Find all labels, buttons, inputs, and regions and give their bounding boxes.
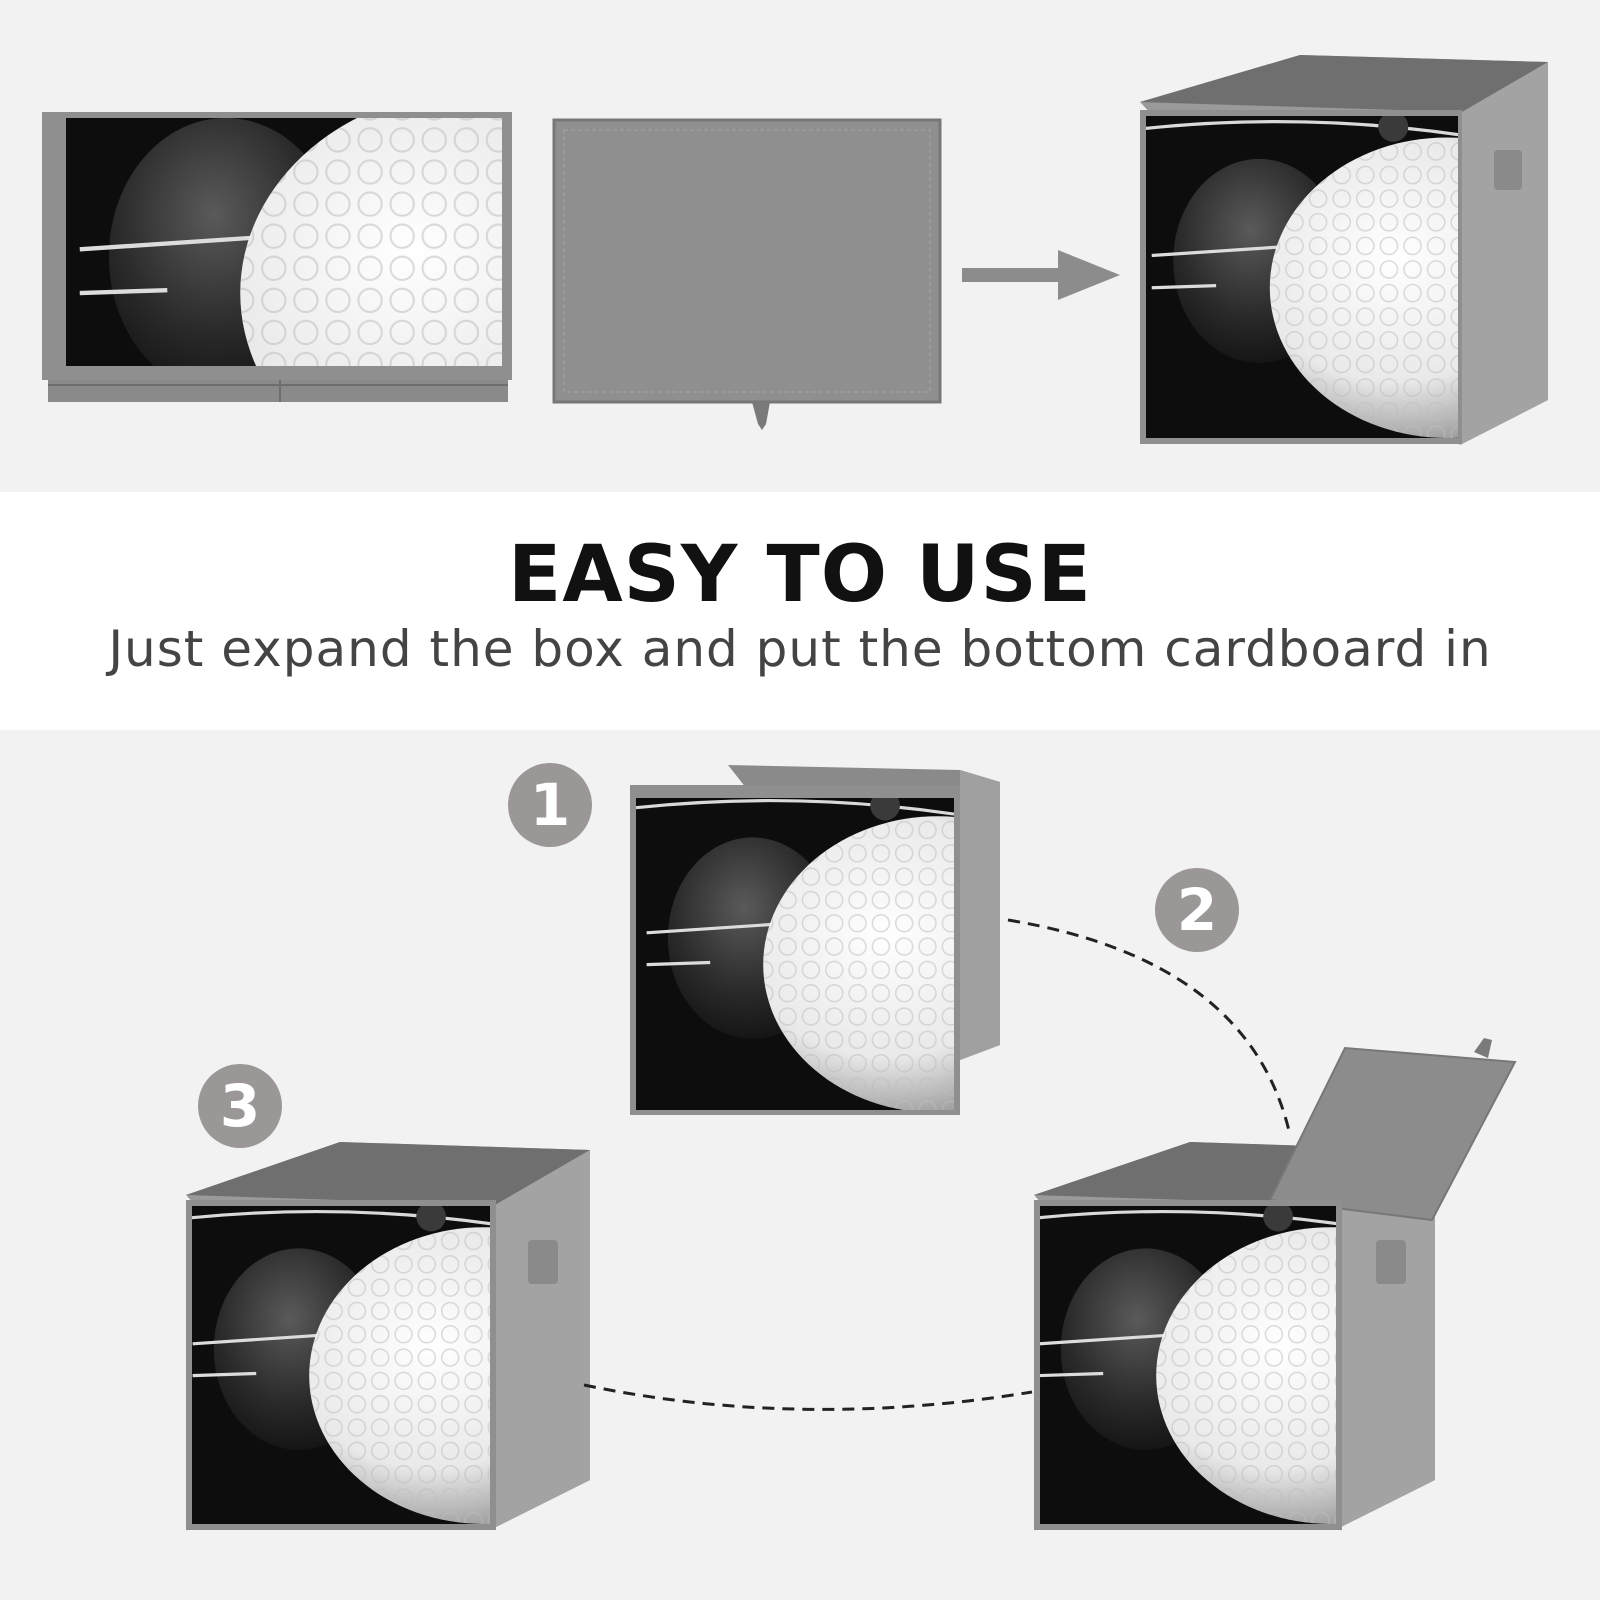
dashed-path xyxy=(1007,918,1292,1136)
step-badge-1: 1 xyxy=(508,763,592,847)
assembled-box xyxy=(1140,55,1548,445)
caption-band xyxy=(0,492,1600,730)
arrow-right-icon xyxy=(962,250,1120,300)
step-1-illustration xyxy=(630,765,1000,1115)
bottom-cardboard xyxy=(552,118,942,430)
step-badge-2: 2 xyxy=(1155,868,1239,952)
page-title: EASY TO USE xyxy=(508,530,1092,620)
dashed-path xyxy=(583,1383,1033,1411)
step-2-illustration xyxy=(1034,1038,1517,1530)
page-subtitle: Just expand the box and put the bottom c… xyxy=(108,620,1492,678)
folded-box xyxy=(42,112,512,402)
step-3-illustration xyxy=(186,1142,590,1530)
step-badge-3: 3 xyxy=(198,1064,282,1148)
